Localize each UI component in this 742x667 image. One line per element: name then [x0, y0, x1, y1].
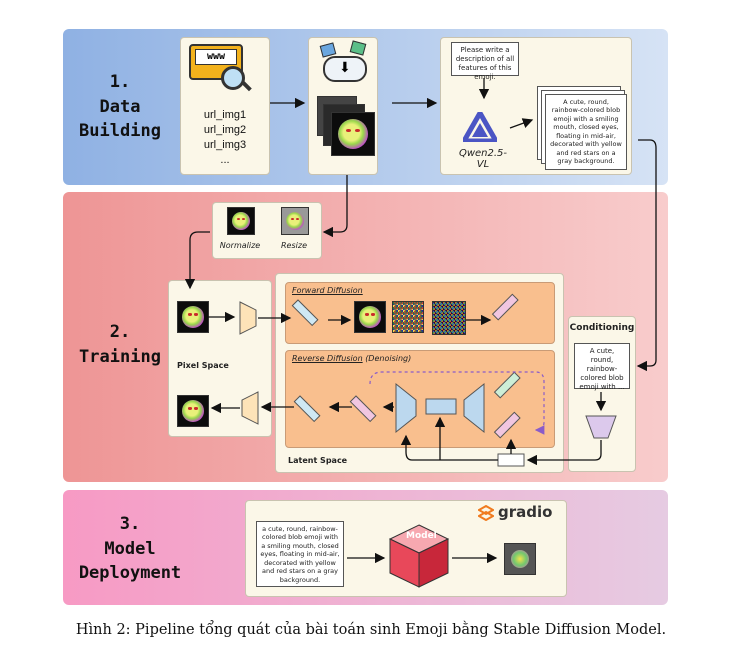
cloud-download-icon: ⬇: [323, 56, 367, 82]
url-item: url_img3: [203, 139, 247, 151]
latent-space-label: Latent Space: [288, 456, 348, 465]
www-label: www: [195, 49, 237, 65]
normalize-image: [227, 207, 255, 235]
resize-image: [281, 207, 309, 235]
forward-diffusion-panel: Forward Diffusion: [285, 282, 555, 344]
magnifier-handle: [241, 80, 252, 92]
pure-noise-image: [432, 301, 466, 335]
captioning-card: Please write a description of all featur…: [440, 37, 632, 175]
output-emoji: [177, 395, 209, 427]
desc-note: A cute, round, rainbow-colored blob emoj…: [545, 94, 627, 170]
stage2-title: 2. Training: [79, 322, 161, 367]
resize-label: Resize: [281, 241, 307, 250]
gradio-label: gradio: [498, 503, 553, 521]
reverse-diffusion-panel: Reverse Diffusion (Denoising): [285, 350, 555, 448]
noisy-image: [392, 301, 424, 333]
url-item: url_img2: [203, 124, 247, 136]
qwen-label: Qwen2.5-VL: [458, 148, 508, 170]
url-card: www url_img1 url_img2 url_img3 ...: [180, 37, 270, 175]
qwen-logo-icon: [459, 107, 501, 144]
url-item: url_img1: [203, 109, 247, 121]
stage1-title: 1. Data Building: [79, 72, 161, 142]
pixel-space-card: Pixel Space: [168, 280, 272, 437]
deployment-prompt-note: a cute, round, rainbow-colored blob emoj…: [256, 521, 344, 587]
emoji-image: [331, 112, 375, 156]
photo-icon: [349, 40, 367, 56]
input-emoji: [177, 301, 209, 333]
model-cube-icon: [388, 523, 450, 589]
prompt-note: Please write a description of all featur…: [451, 42, 519, 81]
conditioning-note: A cute, round, rainbow-colored blob emoj…: [574, 343, 630, 391]
forward-label: Forward Diffusion: [292, 286, 363, 295]
conditioning-title: Conditioning: [569, 323, 635, 333]
preprocess-card: Normalize Resize: [212, 202, 322, 259]
download-card: ⬇: [308, 37, 378, 175]
model-label: Model: [406, 531, 437, 541]
magnifier-icon: [221, 66, 245, 90]
generated-emoji: [504, 543, 536, 575]
url-item: ...: [220, 154, 230, 166]
reverse-label: Reverse Diffusion (Denoising): [292, 354, 412, 363]
stage3-title: 3. Model Deployment: [78, 514, 182, 584]
figure-caption: Hình 2: Pipeline tổng quát của bài toán …: [75, 622, 667, 638]
url-list: url_img1 url_img2 url_img3 ...: [181, 108, 269, 168]
gradio-logo-icon: [476, 504, 496, 522]
pixel-space-label: Pixel Space: [177, 361, 229, 370]
forward-clean-image: [354, 301, 386, 333]
deployment-card: a cute, round, rainbow-colored blob emoj…: [245, 500, 567, 597]
normalize-label: Normalize: [219, 241, 261, 250]
conditioning-card: Conditioning A cute, round, rainbow-colo…: [568, 316, 636, 472]
